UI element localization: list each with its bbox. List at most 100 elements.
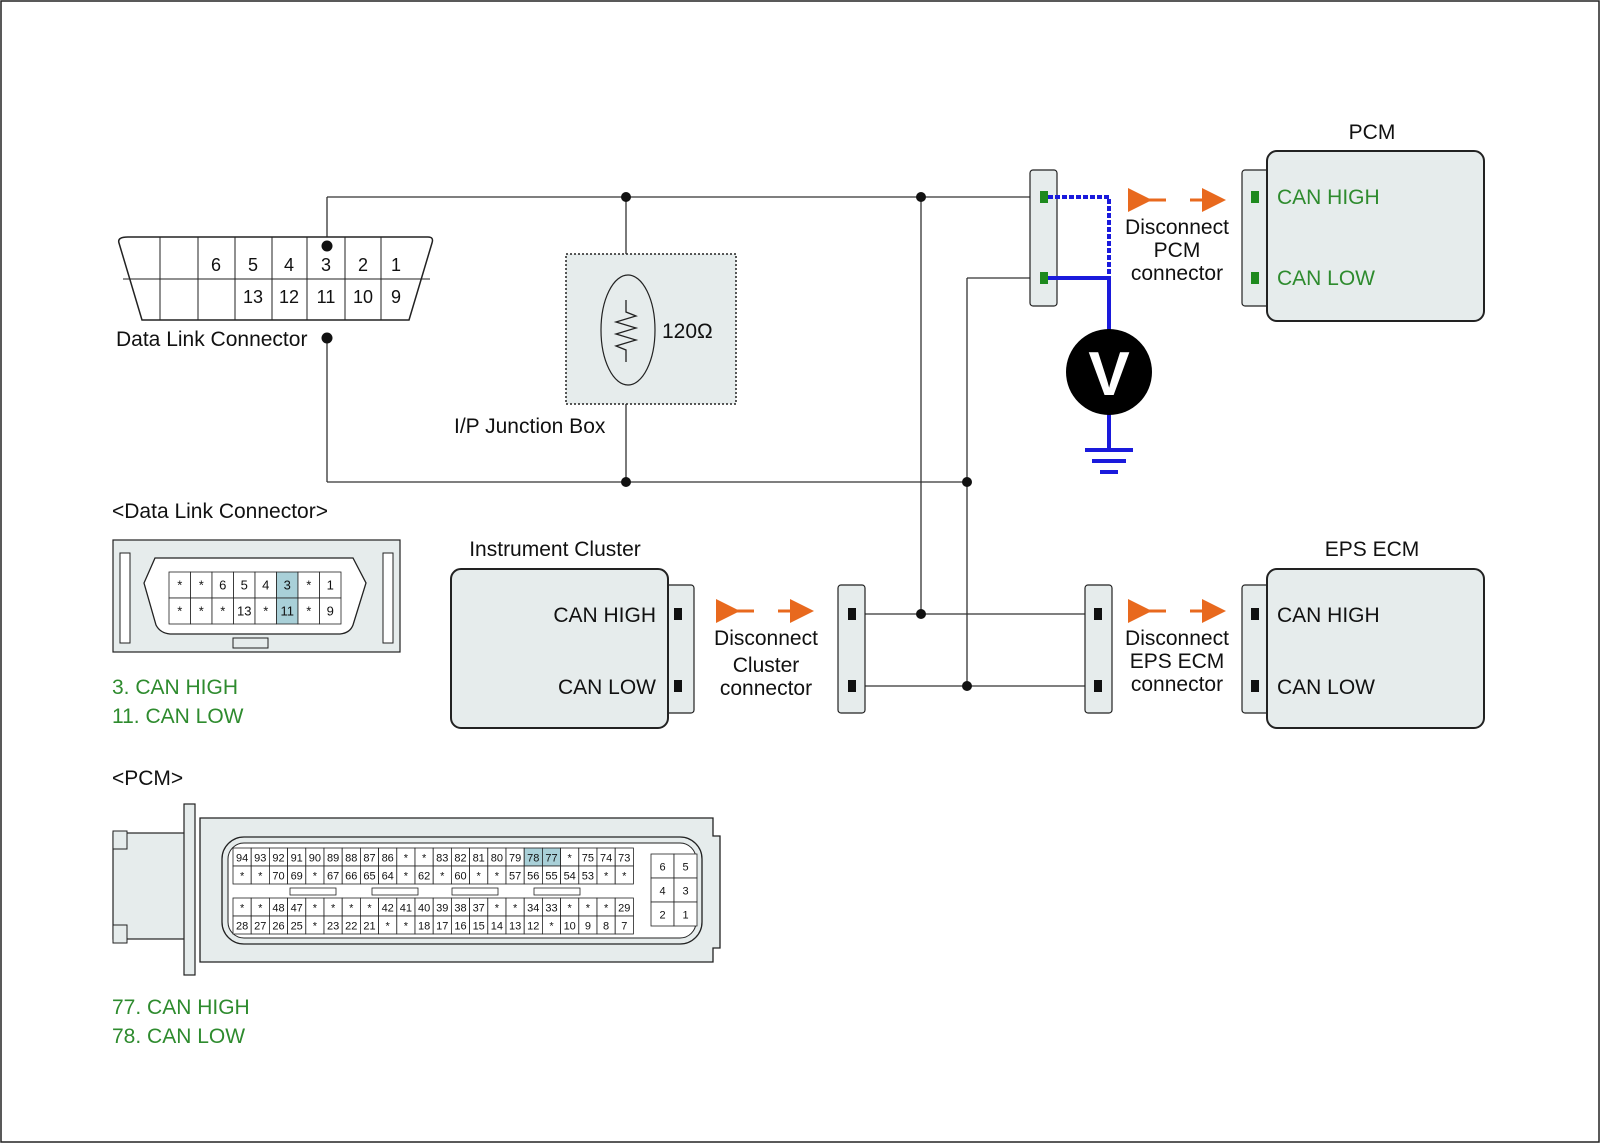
eps-disconnect-text: Disconnect	[1125, 627, 1229, 650]
connector-cell-label: *	[313, 903, 318, 915]
connector-cell-label: *	[404, 921, 409, 933]
connector-cell-label: *	[495, 871, 500, 883]
connector-cell-label: *	[477, 871, 482, 883]
connector-cell-label: *	[240, 871, 245, 883]
connector-cell-label: *	[199, 604, 204, 619]
connector-cell-label: 15	[473, 921, 485, 933]
connector-cell-label: 28	[236, 921, 248, 933]
connector-cell-label: *	[258, 871, 263, 883]
pcm-legend-high: 77. CAN HIGH	[112, 996, 250, 1019]
pcm-legend-low: 78. CAN LOW	[112, 1025, 245, 1048]
connector-cell-label: *	[177, 578, 182, 593]
connector-cell-label: 69	[291, 871, 303, 883]
connector-cell-label: 89	[327, 853, 339, 865]
connector-cell-label: *	[495, 903, 500, 915]
connector-cell-label: 39	[436, 903, 448, 915]
connector-cell-label: 2	[659, 910, 665, 922]
connector-cell-label: 11	[281, 604, 295, 619]
connector-cell-label: 67	[327, 871, 339, 883]
cluster-can-high: CAN HIGH	[553, 604, 656, 627]
connector-cell-label: 47	[291, 903, 303, 915]
connector-cell-label: 82	[454, 853, 466, 865]
connector-cell-label: 80	[491, 853, 503, 865]
connector-cell-label: 94	[236, 853, 248, 865]
connector-cell-label: 5	[241, 578, 248, 593]
connector-cell-label: *	[622, 871, 627, 883]
connector-cell-label: 42	[382, 903, 394, 915]
voltmeter-symbol: V	[1088, 340, 1129, 409]
cluster-can-low: CAN LOW	[558, 676, 656, 699]
voltmeter: V	[1048, 195, 1152, 474]
connector-cell-label: *	[440, 871, 445, 883]
connector-cell-label: 8	[603, 921, 609, 933]
eps-disconnect-text: connector	[1131, 673, 1223, 696]
connector-cell	[614, 865, 634, 885]
eps-harness-connector	[1084, 584, 1113, 714]
connector-cell-label: 7	[621, 921, 627, 933]
connector-cell-label: 1	[682, 910, 688, 922]
connector-cell-label: 88	[345, 853, 357, 865]
connector-cell-label: 60	[454, 871, 466, 883]
connector-cell-label: *	[240, 903, 245, 915]
dlc-pin: 13	[243, 287, 263, 307]
connector-cell-label: 87	[363, 853, 375, 865]
connector-cell-label: *	[306, 604, 311, 619]
eps-ecm-module: EPS ECM CAN HIGH CAN LOW Disconnect EPS …	[1084, 538, 1485, 729]
connector-cell-label: 66	[345, 871, 357, 883]
connector-cell-label: 55	[545, 871, 557, 883]
connector-cell-label: *	[422, 853, 427, 865]
connector-cell-label: *	[263, 604, 268, 619]
connector-cell-label: 83	[436, 853, 448, 865]
pcm-module: PCM CAN HIGH CAN LOW Disconnect PCM conn…	[1029, 121, 1485, 322]
eps-can-high: CAN HIGH	[1277, 604, 1380, 627]
connector-cell-label: 73	[618, 853, 630, 865]
pcm-detail-title: <PCM>	[112, 767, 183, 790]
connector-cell-label: 56	[527, 871, 539, 883]
connector-cell-label: 91	[291, 853, 303, 865]
connector-cell-label: 14	[491, 921, 503, 933]
resistor-value: 120Ω	[662, 320, 713, 343]
connector-cell-label: *	[549, 921, 554, 933]
connector-cell-label: 38	[454, 903, 466, 915]
cluster-disconnect-text: Cluster	[733, 654, 800, 677]
connector-cell-label: 74	[600, 853, 612, 865]
connector-cell	[319, 597, 342, 625]
connector-cell-label: 17	[436, 921, 448, 933]
connector-cell-label: 29	[618, 903, 630, 915]
connector-cell-label: *	[220, 604, 225, 619]
connector-cell-label: 13	[509, 921, 521, 933]
connector-cell-label: 64	[382, 871, 394, 883]
connector-cell-label: 9	[327, 604, 334, 619]
connector-cell-label: 41	[400, 903, 412, 915]
pcm-disconnect-text: connector	[1131, 262, 1223, 285]
dlc-pin: 11	[317, 287, 336, 307]
connector-cell-label: *	[604, 871, 609, 883]
connector-cell-label: 6	[219, 578, 226, 593]
connector-cell-label: *	[367, 903, 372, 915]
connector-cell-label: *	[258, 903, 263, 915]
connector-cell-label: 40	[418, 903, 430, 915]
connector-cell-label: 79	[509, 853, 521, 865]
dlc-pin: 4	[284, 255, 294, 275]
dlc-label: Data Link Connector	[116, 328, 307, 351]
connector-cell-label: 22	[345, 921, 357, 933]
connector-cell-label: *	[404, 853, 409, 865]
connector-cell-label: 93	[254, 853, 266, 865]
connector-cell-label: 26	[272, 921, 284, 933]
connector-cell-label: 70	[272, 871, 284, 883]
connector-cell-label: 92	[272, 853, 284, 865]
connector-cell-label: *	[199, 578, 204, 593]
connector-cell-label: 16	[454, 921, 466, 933]
cluster-title: Instrument Cluster	[469, 538, 641, 561]
dlc-legend-high: 3. CAN HIGH	[112, 676, 238, 699]
connector-cell-label: *	[586, 903, 591, 915]
dlc-pin: 12	[279, 287, 299, 307]
connector-cell-label: 34	[527, 903, 539, 915]
connector-cell-label: 81	[473, 853, 485, 865]
connector-cell-label: 1	[327, 578, 334, 593]
connector-cell-label: 4	[659, 886, 665, 898]
dlc-legend-low: 11. CAN LOW	[112, 705, 244, 728]
